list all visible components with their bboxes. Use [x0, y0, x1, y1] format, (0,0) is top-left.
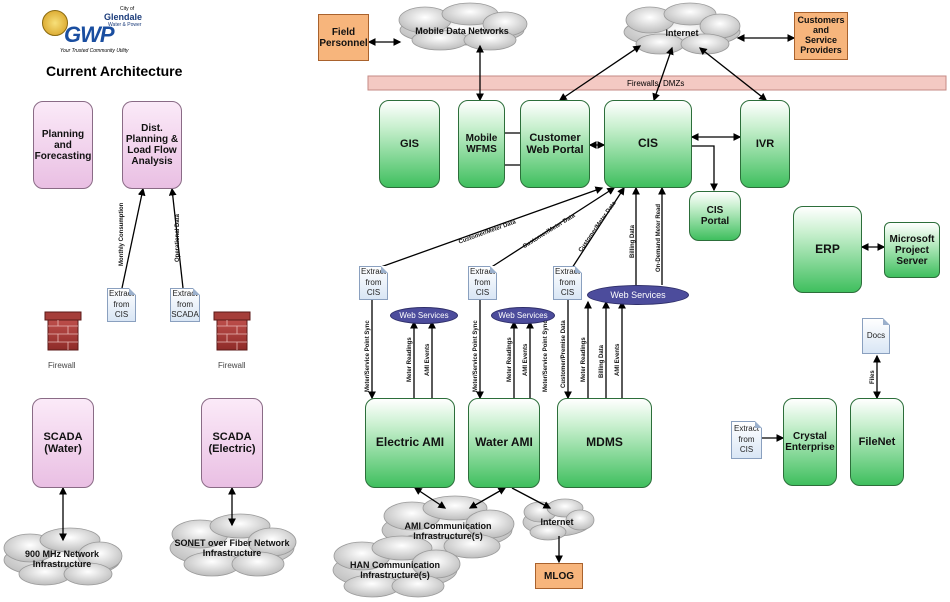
ami-communication-label: AMI Communication Infrastructure(s) [404, 521, 492, 542]
scada-electric-box[interactable]: SCADA (Electric) [201, 398, 263, 488]
meter-point-sync-label-3: Meter/Service Point Sync [543, 320, 549, 392]
cis-portal-box[interactable]: CIS Portal [689, 191, 741, 241]
scada-water-box[interactable]: SCADA (Water) [32, 398, 94, 488]
meter-point-sync-label-2: Meter/Service Point Sync [473, 320, 479, 392]
operational-data-label: Operational Data [175, 213, 181, 262]
web-services-mdms: Web Services [587, 285, 689, 305]
firewall-icon-1 [44, 311, 82, 351]
web-services-water: Web Services [491, 307, 555, 324]
logo: City of Glendale Water & Power GWP Your … [42, 4, 152, 58]
cloud-sonet [169, 513, 297, 577]
on-demand-meter-read-label: On-Demand Meter Read [656, 203, 662, 272]
firewalls-dmzs-label: Firewalls, DMZs [627, 79, 685, 88]
water-ami-box[interactable]: Water AMI [468, 398, 540, 488]
extract-from-scada-doc: Extract from SCADA [170, 288, 200, 322]
extract-from-cis-doc-2: Extract from CIS [468, 266, 497, 300]
dist-planning-box[interactable]: Dist. Planning & Load Flow Analysis [122, 101, 182, 189]
cloud-900mhz [3, 527, 123, 586]
meter-point-sync-label-1: Meter/Service Point Sync [365, 320, 371, 392]
ami-events-label-3: AMI Events [615, 343, 621, 376]
ami-events-label-1: AMI Events [425, 343, 431, 376]
filenet-box[interactable]: FileNet [850, 398, 904, 486]
monthly-consumption-label: Monthly Consumption [119, 202, 125, 266]
planning-forecasting-box[interactable]: Planning and Forecasting [33, 101, 93, 189]
logo-tagline: Your Trusted Community Utility [60, 48, 129, 54]
extract-from-cis-doc-3: Extract from CIS [553, 266, 582, 300]
meter-readings-label-3: Meter Readings [581, 337, 587, 382]
meter-readings-label-2: Meter Readings [507, 337, 513, 382]
logo-city: City of [120, 6, 135, 12]
erp-box[interactable]: ERP [793, 206, 862, 293]
ms-project-server-box[interactable]: Microsoft Project Server [884, 222, 940, 278]
ami-events-label-2: AMI Events [523, 343, 529, 376]
billing-data-label: Billing Data [630, 224, 636, 258]
cis-box[interactable]: CIS [604, 100, 692, 188]
customer-web-portal-box[interactable]: Customer Web Portal [520, 100, 590, 188]
mobile-data-networks-label: Mobile Data Networks [415, 26, 509, 36]
logo-seal-icon [42, 10, 68, 36]
firewall-label-2: Firewall [218, 361, 246, 370]
han-communication-label: HAN Communication Infrastructure(s) [350, 560, 440, 581]
logo-letters: GWP [64, 22, 115, 47]
field-personnel-box[interactable]: Field Personnel [318, 14, 369, 61]
files-label: Files [870, 370, 876, 384]
extract-from-cis-doc-crystal: Extract from CIS [731, 421, 762, 459]
mdms-box[interactable]: MDMS [557, 398, 652, 488]
mobile-wfms-box[interactable]: Mobile WFMS [458, 100, 505, 188]
billing-data-label-2: Billing Data [599, 344, 605, 378]
logo-sub: Water & Power [108, 22, 142, 28]
internet-top-label: Internet [665, 28, 699, 38]
extract-from-cis-doc-1: Extract from CIS [359, 266, 388, 300]
cloud-han-comm [332, 535, 461, 598]
network-900mhz-label: 900 MHz Network Infrastructure [24, 549, 100, 570]
gis-box[interactable]: GIS [379, 100, 440, 188]
crystal-enterprise-box[interactable]: Crystal Enterprise [783, 398, 837, 486]
cloud-mobile-data [398, 2, 528, 51]
docs-doc: Docs [862, 318, 890, 354]
firewall-label-1: Firewall [48, 361, 76, 370]
cloud-internet-bottom [522, 498, 595, 541]
extract-from-cis-doc-left: Extract from CIS [107, 288, 136, 322]
logo-name: Glendale [104, 12, 143, 22]
page-title: Current Architecture [46, 63, 183, 79]
internet-bottom-label: Internet [540, 517, 574, 527]
meter-readings-label-1: Meter Readings [407, 337, 413, 382]
electric-ami-box[interactable]: Electric AMI [365, 398, 455, 488]
customer-premise-data-label: Customer/Premise Data [561, 320, 567, 388]
firewall-icon-2 [213, 311, 251, 351]
customers-box[interactable]: Customers and Service Providers [794, 12, 848, 60]
web-services-electric: Web Services [390, 307, 458, 324]
network-sonet-label: SONET over Fiber Network Infrastructure [174, 538, 290, 559]
ivr-box[interactable]: IVR [740, 100, 790, 188]
mlog-box[interactable]: MLOG [535, 563, 583, 589]
